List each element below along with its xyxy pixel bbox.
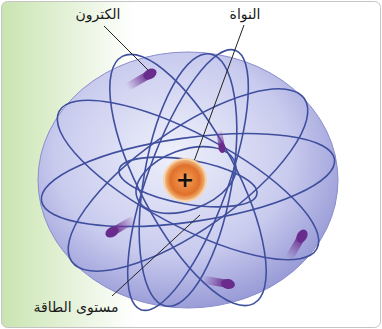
charge-sign: +: [176, 169, 194, 191]
leader-line: [193, 25, 244, 164]
part-label-box: النواة: [230, 5, 261, 24]
part-label-box: الكترون: [76, 5, 121, 24]
leader-lines: [104, 25, 244, 296]
leader-line: [104, 26, 148, 70]
energy-orbits: [36, 34, 341, 326]
part-label: النواة: [230, 6, 261, 22]
part-label: مستوى الطاقة: [34, 299, 119, 315]
nucleus-circle: [164, 159, 206, 201]
part-label-box: مستوى الطاقة: [34, 298, 119, 317]
atom-sphere: [38, 52, 338, 308]
leader-line: [112, 215, 200, 296]
nucleus: +: [163, 158, 207, 202]
part-label: الكترون: [76, 6, 121, 22]
electrons: [103, 66, 309, 290]
